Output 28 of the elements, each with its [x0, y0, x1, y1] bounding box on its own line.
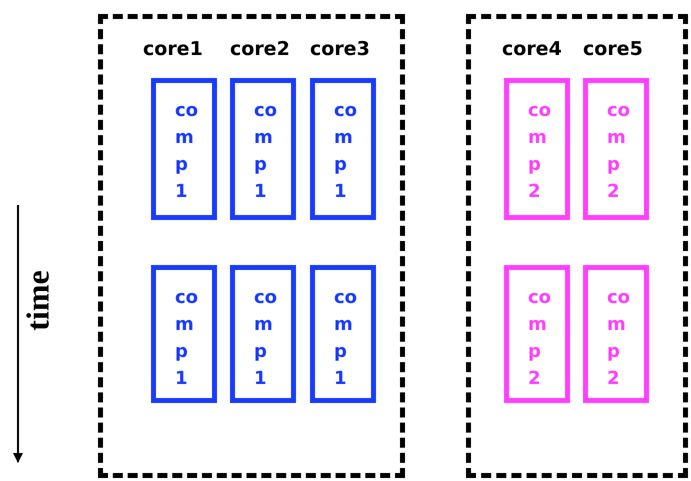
column-header: core1 — [143, 38, 203, 60]
component-label: comp1 — [334, 99, 358, 204]
component-box — [310, 265, 376, 403]
column-header: core3 — [310, 38, 370, 60]
axis-label: time — [20, 270, 57, 331]
component-box — [504, 78, 570, 220]
component-label: comp2 — [528, 99, 552, 204]
component-label: comp1 — [254, 99, 278, 204]
column-header: core2 — [230, 38, 290, 60]
component-box — [230, 78, 296, 220]
component-label: comp2 — [528, 286, 552, 391]
component-box — [310, 78, 376, 220]
component-box — [151, 265, 217, 403]
component-label: comp2 — [607, 286, 632, 391]
component-box — [151, 78, 217, 220]
dashed-group-box — [466, 14, 688, 478]
component-label: comp1 — [334, 286, 358, 391]
component-box — [230, 265, 296, 403]
component-box — [504, 265, 570, 403]
component-label: comp2 — [607, 99, 632, 204]
component-box — [583, 78, 649, 220]
column-header: core5 — [583, 38, 643, 60]
component-label: comp1 — [254, 286, 278, 391]
component-box — [583, 265, 649, 403]
component-label: comp1 — [175, 286, 200, 391]
dashed-group-box — [98, 14, 405, 478]
column-header: core4 — [502, 38, 562, 60]
component-label: comp1 — [175, 99, 200, 204]
